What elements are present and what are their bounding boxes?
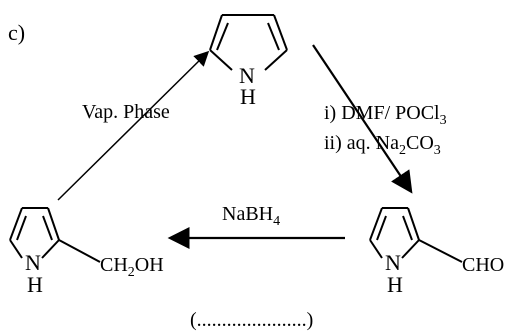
pyrrole-h-label: H <box>240 84 256 109</box>
blank-caption: (......................) <box>190 309 313 331</box>
carbaldehyde-n-label: N <box>385 250 401 275</box>
reagent-nabh4: NaBH4 <box>222 203 280 229</box>
reagent-aq-na2co3: ii) aq. Na2CO3 <box>324 132 441 158</box>
methanol-h-label: H <box>27 272 43 297</box>
reagent-dmf-pocl3: i) DMF/ POCl3 <box>324 102 447 128</box>
pyrrole-n-label: N <box>239 63 255 88</box>
panel-label: c) <box>8 20 25 45</box>
arrow-vapor-phase <box>57 50 210 201</box>
pyrrole-molecule <box>209 14 288 71</box>
methanol-ch2oh-label: CH2OH <box>100 254 164 280</box>
carbaldehyde-h-label: H <box>387 272 403 297</box>
pyrrole-2-carbaldehyde-molecule <box>369 207 463 263</box>
arrow-formylation <box>312 44 413 194</box>
methanol-n-label: N <box>25 250 41 275</box>
pyrrole-2-methanol-molecule <box>9 207 101 263</box>
carbaldehyde-cho-label: CHO <box>462 254 504 276</box>
reagent-vap-phase: Vap. Phase <box>82 101 170 123</box>
